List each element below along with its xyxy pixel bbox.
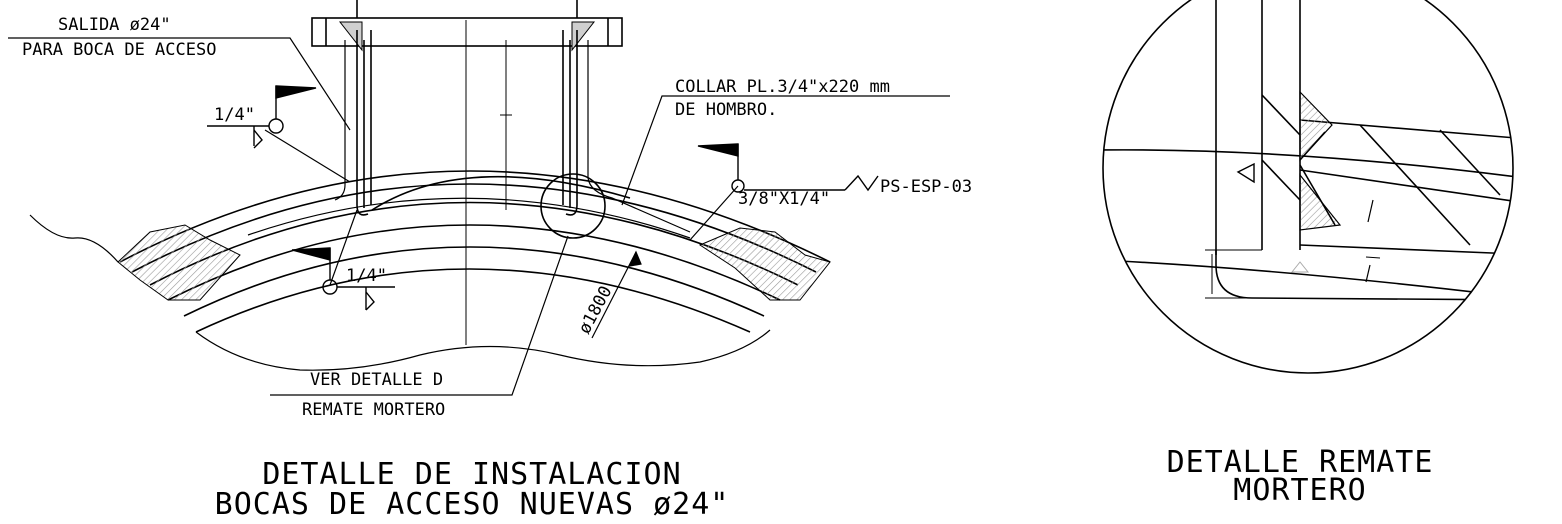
- spec-ref: PS-ESP-03: [880, 177, 972, 197]
- title-line1: DETALLE DE INSTALACION: [262, 457, 681, 492]
- break-line-bottom: [195, 329, 771, 371]
- title-line2: BOCAS DE ACCESO NUEVAS ø24": [215, 487, 730, 522]
- remate-title-line2: MORTERO: [1233, 473, 1366, 508]
- weld-top-size: 1/4": [214, 105, 255, 125]
- weld-symbol-bottom: [291, 247, 395, 311]
- label-ver-detalle: VER DETALLE D: [310, 370, 443, 390]
- detail-d-circle: [540, 173, 606, 239]
- installation-detail: [8, 0, 950, 396]
- weld-symbol-top: [207, 85, 317, 149]
- installation-labels: SALIDA ø24" PARA BOCA DE ACCESO COLLAR P…: [22, 15, 972, 522]
- diameter-label: ø1800: [575, 283, 617, 338]
- label-remate: REMATE MORTERO: [302, 400, 445, 420]
- remate-detail: [1102, 0, 1514, 374]
- weld-right-size: 3/8"X1/4": [738, 189, 830, 209]
- mortar-right: [698, 227, 831, 301]
- label-para-boca: PARA BOCA DE ACCESO: [22, 40, 216, 60]
- detail-circle: [1102, 0, 1514, 374]
- label-collar: COLLAR PL.3/4"x220 mm: [675, 77, 890, 97]
- flange: [311, 0, 623, 52]
- leader-lines: [8, 37, 950, 396]
- weld-symbol-right: [697, 143, 879, 193]
- main-pipe: [119, 170, 831, 333]
- weld-bottom-size: 1/4": [346, 266, 387, 286]
- mortar-left: [117, 224, 241, 301]
- break-line: [29, 214, 119, 263]
- collar-plate: [247, 40, 691, 239]
- nozzle-pipe: [356, 20, 578, 345]
- remate-labels: DETALLE REMATE MORTERO: [1167, 445, 1434, 508]
- label-salida: SALIDA ø24": [58, 15, 171, 35]
- remate-title-line1: DETALLE REMATE: [1167, 445, 1434, 480]
- label-hombro: DE HOMBRO.: [675, 100, 777, 120]
